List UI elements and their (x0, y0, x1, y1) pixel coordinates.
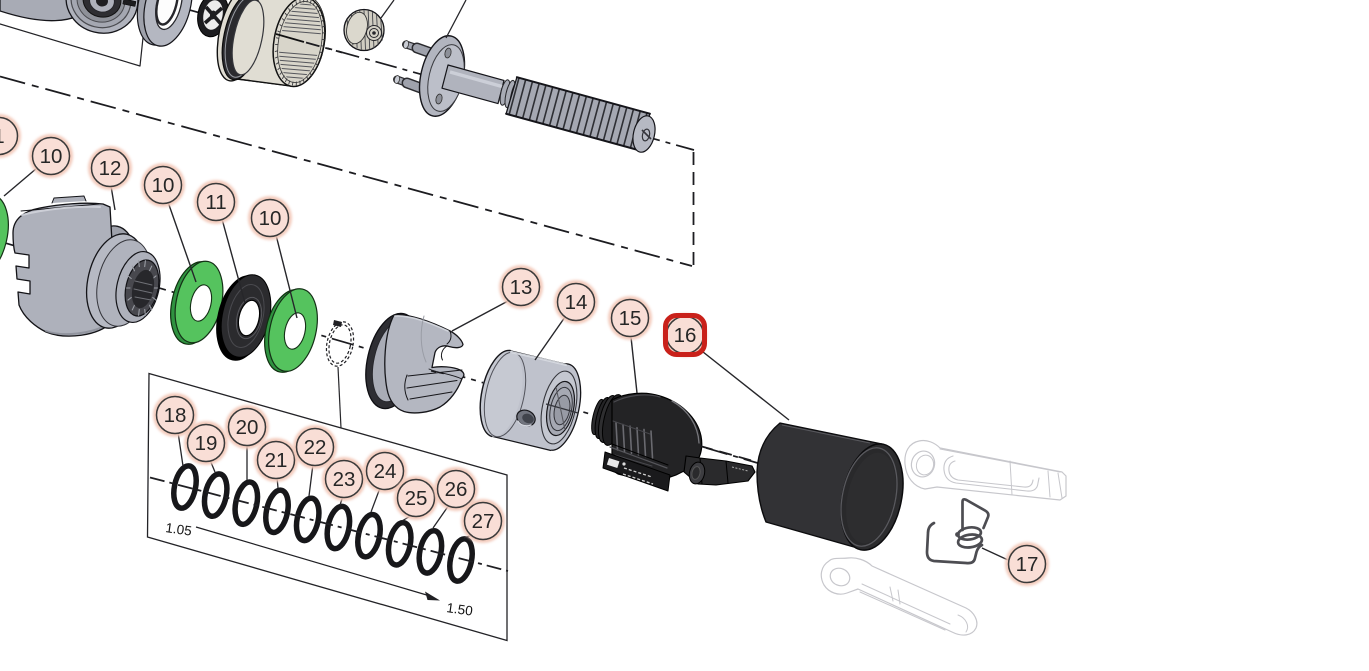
svg-text:18: 18 (164, 404, 187, 427)
svg-text:1.50: 1.50 (446, 600, 474, 619)
svg-text:19: 19 (195, 432, 218, 455)
svg-text:1: 1 (0, 125, 5, 148)
svg-text:10: 10 (152, 174, 175, 197)
svg-text:25: 25 (405, 487, 428, 510)
svg-text:24: 24 (374, 460, 397, 483)
svg-text:10: 10 (40, 145, 63, 168)
svg-text:11: 11 (205, 191, 226, 214)
svg-text:23: 23 (333, 468, 356, 491)
svg-text:13: 13 (510, 276, 533, 299)
svg-text:1.05: 1.05 (165, 520, 193, 539)
svg-text:17: 17 (1016, 553, 1039, 576)
svg-text:26: 26 (445, 478, 468, 501)
svg-text:10: 10 (259, 207, 282, 230)
svg-text:12: 12 (99, 157, 122, 180)
svg-text:15: 15 (619, 307, 642, 330)
svg-text:27: 27 (472, 510, 495, 533)
svg-text:16: 16 (674, 324, 697, 347)
svg-text:22: 22 (304, 436, 327, 459)
svg-text:14: 14 (565, 291, 588, 314)
svg-text:20: 20 (236, 416, 259, 439)
svg-text:21: 21 (265, 449, 288, 472)
